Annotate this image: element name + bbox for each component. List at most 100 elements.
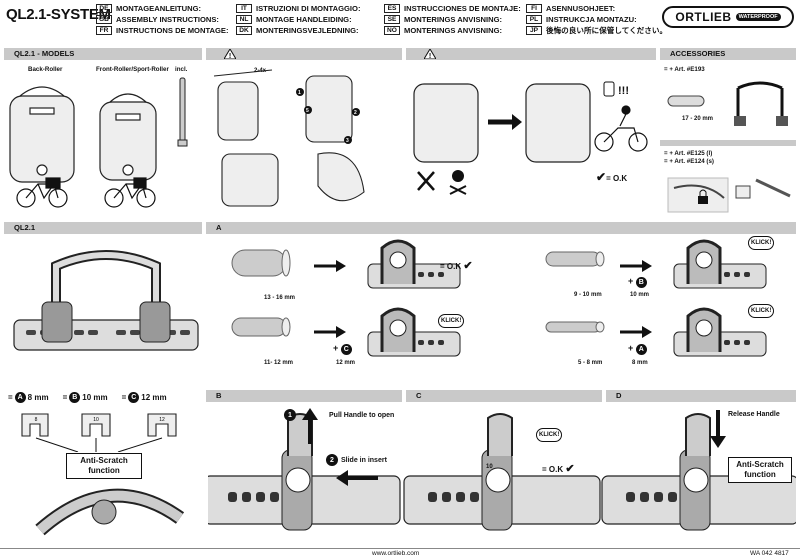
steps-bcd-illustration xyxy=(208,408,796,531)
tube-thick xyxy=(231,249,291,277)
add-insert-c-size: 12 mm xyxy=(336,360,356,366)
back-roller-bag-icon xyxy=(9,86,75,183)
language-heading: ISTRUZIONI DI MONTAGGIO: xyxy=(256,4,361,13)
bag-correct-icon xyxy=(525,83,591,163)
hook-clamp-icon xyxy=(673,239,767,289)
klick-badge: KLICK! xyxy=(438,314,465,328)
tube-dim-4: 5 - 8 mm xyxy=(578,360,603,366)
language-code: NL xyxy=(236,15,252,24)
add-insert-a: + A xyxy=(628,343,647,355)
language-code: SE xyxy=(384,15,400,24)
strap-icon xyxy=(177,77,188,147)
cable-lock-illustration xyxy=(667,177,791,213)
add-insert-a-size: 8 mm xyxy=(632,360,648,366)
language-code: ES xyxy=(384,4,400,13)
klick-badge-c: KLICK! xyxy=(536,428,563,442)
language-heading: INSTRUKCJA MONTAZU: xyxy=(546,15,637,24)
bag-side-view xyxy=(217,81,259,141)
language-heading: ASSEMBLY INSTRUCTIONS: xyxy=(116,15,219,24)
tube-icon xyxy=(667,95,705,107)
language-code: GB xyxy=(96,15,112,24)
svg-text:!: ! xyxy=(429,53,431,59)
hook-clamp-icon xyxy=(367,239,461,289)
tube-thin xyxy=(545,251,605,267)
ql21-mount-illustration xyxy=(13,250,199,351)
language-code: IT xyxy=(236,4,252,13)
document-title: QL2.1-SYSTEM xyxy=(6,6,111,23)
language-heading: MONTERINGSVEJLEDNING: xyxy=(256,26,359,35)
hook-clamp-icon xyxy=(673,307,767,357)
language-row: FI ASENNUSOHJEET: xyxy=(526,3,667,14)
attach-steps-illustration: 2-4x 1 5 2 3 xyxy=(213,68,365,207)
anti-scratch-callout: Anti-Scratch function xyxy=(66,453,142,479)
insert-8mm-icon xyxy=(21,413,49,437)
arrow-up-icon xyxy=(302,408,318,444)
add-insert-b-size: 10 mm xyxy=(630,292,650,298)
svg-text:1: 1 xyxy=(298,90,301,96)
front-roller-bag-icon xyxy=(99,93,157,181)
svg-text:5: 5 xyxy=(306,108,309,114)
language-row: DK MONTERINGSVEJLEDNING: xyxy=(236,25,360,36)
a-title: A xyxy=(216,223,222,232)
arrow-right-icon xyxy=(314,326,346,338)
insert-label: 8 xyxy=(35,417,38,423)
tube-very-thin xyxy=(545,321,605,333)
language-heading: ASENNUSOHJEET: xyxy=(546,4,616,13)
tube-medium xyxy=(231,317,291,337)
svg-text:!: ! xyxy=(229,53,231,59)
c-title: C xyxy=(416,391,422,400)
language-row: NO MONTERINGS ANVISNING: xyxy=(384,25,521,36)
anti-scratch-callout-d: Anti-Scratch function xyxy=(728,457,792,483)
models-illustration xyxy=(9,77,188,208)
logo-waterproof-tag: WATERPROOF xyxy=(735,13,781,21)
bag-carry-view xyxy=(317,152,365,202)
language-code: DK xyxy=(236,26,252,35)
cyclist-icon xyxy=(594,105,648,152)
section-bar-b: B xyxy=(206,390,402,402)
language-code: DE xyxy=(96,4,112,13)
footer-url[interactable]: www.ortlieb.com xyxy=(372,550,420,557)
language-heading: 後悔の良い所に保管してください。 xyxy=(546,26,668,35)
clamp-step-d xyxy=(601,413,796,531)
bag-rear-view xyxy=(305,75,353,143)
svg-text:3: 3 xyxy=(346,138,349,144)
language-code: FI xyxy=(526,4,542,13)
bicycle-front-icon xyxy=(104,177,156,208)
bag-front-view xyxy=(221,153,279,207)
language-row: IT ISTRUZIONI DI MONTAGGIO: xyxy=(236,3,360,14)
warning-comparison-illustration: !!! xyxy=(413,81,648,195)
language-code: FR xyxy=(96,26,112,35)
d-title: D xyxy=(616,391,622,400)
arrow-right-icon xyxy=(314,260,346,272)
hook-clamp-icon xyxy=(367,307,461,357)
clamp-step-b xyxy=(208,413,401,531)
insert-size-value: 12 mm xyxy=(141,393,167,402)
release-handle-label: Release Handle xyxy=(728,411,780,418)
language-heading: MONTERINGS ANVISNING: xyxy=(404,26,503,35)
handlebar-adapter-illustration xyxy=(667,81,788,126)
insert-size-value: 10 mm xyxy=(82,393,108,402)
section-bar-models: QL2.1 - MODELS xyxy=(4,48,202,60)
section-bar-a: A xyxy=(206,222,796,234)
accessories-title: ACCESSORIES xyxy=(670,49,726,58)
tube-dim-1: 13 - 16 mm xyxy=(264,295,296,301)
front-roller-label: Front-Roller/Sport-Roller xyxy=(96,66,169,73)
insert-letter: C xyxy=(128,392,140,403)
section-bar-d: D xyxy=(606,390,796,402)
section-a-illustration xyxy=(231,239,767,357)
section-bar-warning-2: ! xyxy=(406,48,656,60)
language-code: NO xyxy=(384,26,400,35)
arrow-left-icon xyxy=(336,470,378,486)
accessories-divider xyxy=(660,140,796,146)
